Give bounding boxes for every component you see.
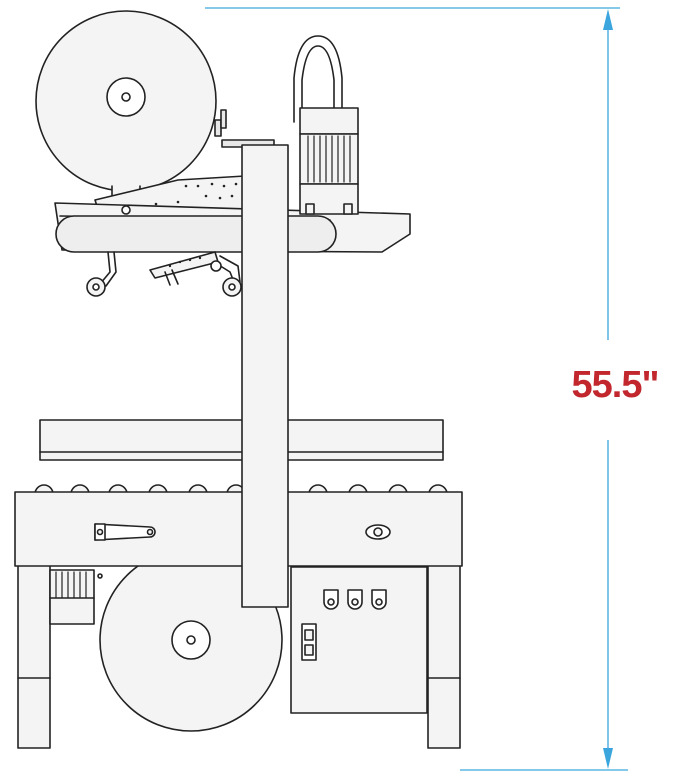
control-buttons bbox=[324, 590, 386, 609]
top-tape-head bbox=[36, 11, 410, 296]
height-dimension-label: 55.5" bbox=[560, 360, 670, 410]
top-drive-belt bbox=[56, 216, 336, 252]
left-leg bbox=[18, 565, 50, 748]
control-box bbox=[291, 567, 427, 713]
height-dimension bbox=[205, 8, 628, 770]
crank-handle bbox=[215, 110, 274, 147]
bottom-motor bbox=[50, 570, 102, 624]
top-motor bbox=[294, 36, 358, 214]
power-switch bbox=[302, 624, 316, 660]
dimension-arrow-bottom bbox=[603, 748, 613, 769]
top-roller-arms bbox=[87, 252, 241, 296]
center-column bbox=[242, 145, 288, 607]
oval-fitting bbox=[366, 525, 390, 539]
table-side-body bbox=[15, 492, 462, 566]
base-frame bbox=[15, 420, 462, 748]
adjustment-slot bbox=[95, 524, 155, 540]
right-leg bbox=[428, 565, 460, 748]
dimension-arrow-top bbox=[603, 9, 613, 30]
